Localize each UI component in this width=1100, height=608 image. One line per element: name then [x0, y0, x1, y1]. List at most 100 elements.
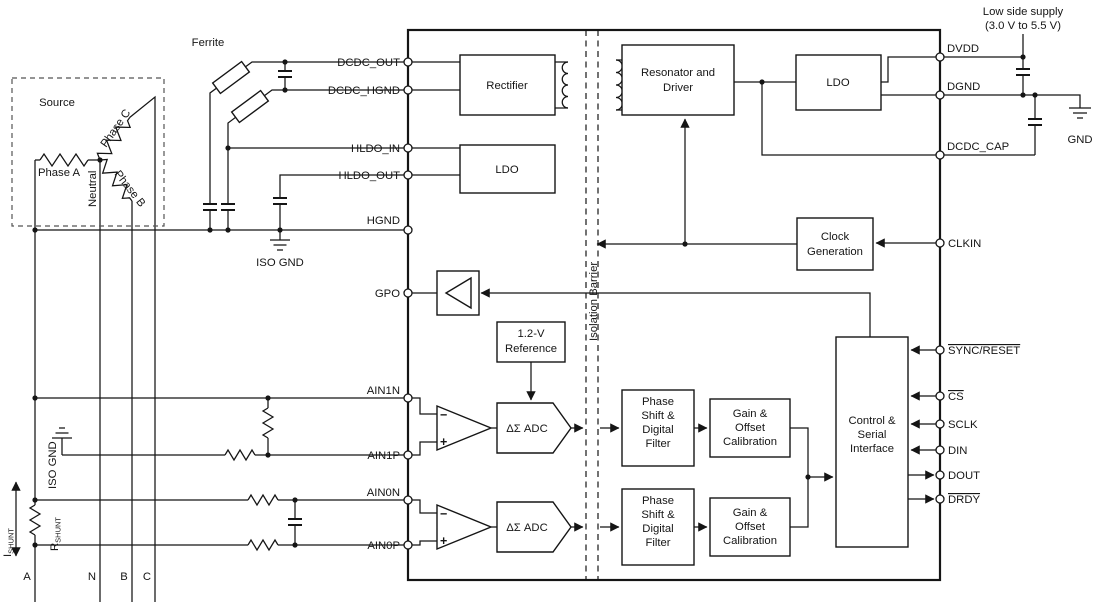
- block-control-serial: Control & Serial Interface: [835, 336, 909, 548]
- rectifier-label: Rectifier: [486, 80, 528, 92]
- input-amplifier-0: − +: [436, 503, 493, 551]
- pin-label-cs: CS: [948, 391, 964, 403]
- pin-label-dgnd: DGND: [947, 81, 980, 93]
- pin-drdy: [935, 494, 945, 504]
- iso-gnd-mid-label: ISO GND: [256, 257, 304, 269]
- input-amplifier-1: − +: [436, 404, 493, 452]
- block-hldo: LDO: [459, 144, 556, 194]
- ferrite-label: Ferrite: [192, 37, 225, 49]
- block-ldo: LDO: [795, 54, 882, 111]
- ldo-label: LDO: [826, 77, 849, 89]
- hldo-label: LDO: [495, 164, 518, 176]
- block-gain-cal-0: Gain & Offset Calibration: [709, 497, 791, 557]
- ctl-l2: Serial: [858, 429, 887, 441]
- phase-a-resistor: [39, 152, 89, 168]
- pin-din: [935, 445, 945, 455]
- pin-dgnd: [935, 90, 945, 100]
- ctl-l1: Control &: [848, 415, 896, 427]
- buffer-triangle: [444, 276, 472, 310]
- r-shunt-label: RSHUNT: [49, 517, 63, 551]
- phase-b-resistor: [99, 158, 133, 202]
- pin-gpo: [403, 288, 413, 298]
- divider-resistor: [261, 407, 275, 439]
- pin-label-din: DIN: [948, 445, 967, 457]
- pf0-l2: Shift &: [641, 509, 675, 521]
- pf1-l4: Filter: [645, 438, 670, 450]
- external-labels: Ferrite ISO GND ISO GND ISHUNT RSHUNT A …: [2, 37, 304, 583]
- ain0p-series-resistor: [247, 538, 279, 552]
- ferrite-beads: [211, 60, 270, 124]
- pin-label-dout: DOUT: [948, 470, 980, 482]
- reference-label-2: Reference: [505, 343, 557, 355]
- pin-dcdc-cap: [935, 150, 945, 160]
- pin-hgnd: [403, 225, 413, 235]
- block-adc0: ΔΣ ADC: [496, 501, 572, 553]
- block-rectifier: Rectifier: [459, 54, 556, 116]
- pin-sclk: [935, 419, 945, 429]
- pin-label-gpo: GPO: [375, 288, 400, 300]
- gc0-l1: Gain &: [733, 507, 768, 519]
- pin-ain1p: [403, 450, 413, 460]
- block-adc1: ΔΣ ADC: [496, 402, 572, 454]
- block-phase-filter-1: Phase Shift & Digital Filter: [621, 389, 695, 467]
- clock-label-1: Clock: [821, 231, 850, 243]
- block-resonator-driver: Resonator and Driver: [621, 44, 735, 116]
- clock-label-2: Generation: [807, 246, 863, 258]
- gnd-symbol: [1069, 107, 1091, 119]
- i-shunt-label: ISHUNT: [2, 528, 16, 557]
- pin-dcdc-out: [403, 57, 413, 67]
- junction-dots: [32, 54, 1038, 548]
- left-pins: DCDC_OUT DCDC_HGND HLDO_IN HLDO_OUT HGND…: [328, 57, 413, 552]
- pf0-l1: Phase: [642, 495, 674, 507]
- reference-label-1: 1.2-V: [517, 328, 544, 340]
- adc1-label: ΔΣ ADC: [506, 423, 548, 435]
- phase-c-resistor: [96, 117, 132, 161]
- pin-dvdd: [935, 52, 945, 62]
- pin-clkin: [935, 238, 945, 248]
- adc0-label: ΔΣ ADC: [506, 522, 548, 534]
- bus-label-n: N: [88, 571, 96, 583]
- iso-gnd-mid-symbol: [270, 239, 290, 251]
- pin-sync-reset: [935, 345, 945, 355]
- pin-label-hgnd: HGND: [367, 215, 400, 227]
- pin-label-dvdd: DVDD: [947, 43, 979, 55]
- pf1-l1: Phase: [642, 396, 674, 408]
- pin-dcdc-hgnd: [403, 85, 413, 95]
- iso-gnd-left-symbol: [52, 427, 72, 439]
- phase-a-label: Phase A: [38, 167, 81, 179]
- ferrite-bead-2: [230, 89, 270, 124]
- pin-cs: [935, 391, 945, 401]
- pin-hldo-out: [403, 170, 413, 180]
- pin-label-ain1p: AIN1P: [367, 450, 400, 462]
- pin-label-ain0n: AIN0N: [367, 487, 400, 499]
- gpo-buffer: [436, 270, 480, 316]
- pin-label-drdy: DRDY: [948, 494, 980, 506]
- neutral-label: Neutral: [87, 171, 99, 207]
- bus-label-a: A: [23, 571, 31, 583]
- gc1-l3: Calibration: [723, 436, 777, 448]
- block-gain-cal-1: Gain & Offset Calibration: [709, 398, 791, 458]
- gc1-l1: Gain &: [733, 408, 768, 420]
- amp1-plus: +: [440, 435, 447, 449]
- amp0-plus: +: [440, 534, 447, 548]
- internal-wiring: [408, 56, 936, 546]
- right-pins: DVDD DGND DCDC_CAP CLKIN SYNC/RESET CS S…: [935, 43, 1020, 506]
- pin-ain0p: [403, 540, 413, 550]
- isolation-barrier: Isolation Barrier: [585, 30, 600, 580]
- pf1-l3: Digital: [642, 424, 673, 436]
- ferrite-bead-1: [211, 60, 251, 95]
- pin-label-dcdc-cap: DCDC_CAP: [947, 141, 1009, 153]
- low-side-supply-network: Low side supply (3.0 V to 5.5 V) GND: [944, 6, 1093, 156]
- pin-label-ain1n: AIN1N: [367, 385, 400, 397]
- phase-b-label: Phase B: [112, 168, 148, 209]
- amp0-minus: −: [440, 507, 447, 521]
- shunt-resistor: [28, 504, 42, 536]
- pin-label-hldo-in: HLDO_IN: [351, 143, 400, 155]
- gc0-l2: Offset: [735, 521, 766, 533]
- external-left-wiring: [34, 61, 408, 602]
- pin-label-sync-reset: SYNC/RESET: [948, 345, 1020, 357]
- pin-label-dcdc-out: DCDC_OUT: [337, 57, 400, 69]
- block-phase-filter-0: Phase Shift & Digital Filter: [621, 488, 695, 566]
- bus-label-b: B: [120, 571, 128, 583]
